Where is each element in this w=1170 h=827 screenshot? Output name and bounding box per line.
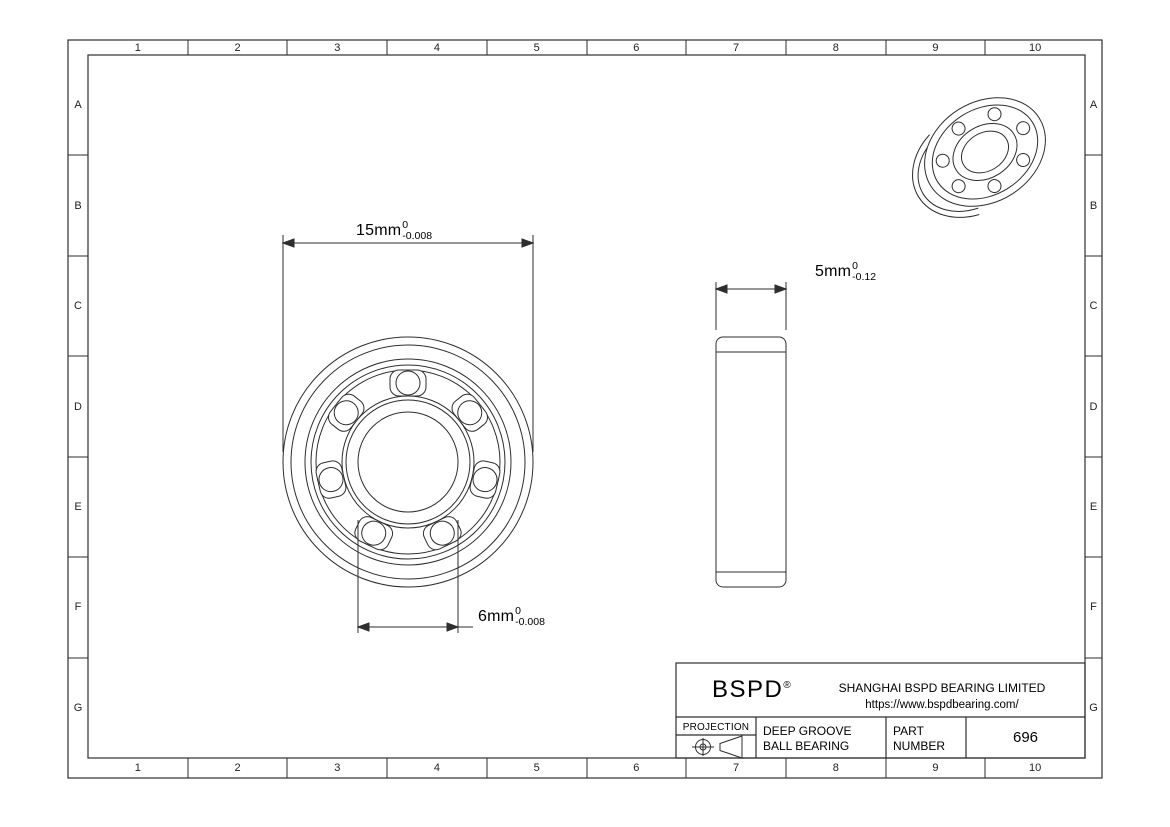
grid-col-label-bottom: 10: [1029, 762, 1042, 774]
tol-lower: -0.12: [852, 271, 877, 283]
brand-logo: BSPD®: [712, 676, 792, 704]
grid-row-label-right: E: [1089, 500, 1098, 513]
tol-lower: -0.008: [402, 230, 433, 242]
projection-label: PROJECTION: [682, 722, 750, 733]
grid-row-label-right: D: [1089, 400, 1098, 413]
part-number-value: 696: [1012, 729, 1039, 746]
bearing-front-view: [282, 336, 534, 588]
company-name: SHANGHAI BSPD BEARING LIMITED: [838, 681, 1046, 695]
grid-col-label-top: 10: [1029, 41, 1042, 54]
dim-width-text: 5mm 0 -0.12: [815, 261, 876, 283]
bearing-isometric-view: [912, 97, 1046, 218]
dim-width-lines: [714, 282, 788, 330]
grid-col-label-bottom: 2: [234, 762, 241, 774]
grid-row-label-right: F: [1090, 601, 1097, 614]
grid-col-label-bottom: 1: [134, 762, 141, 774]
grid-row-label-left: G: [73, 701, 83, 714]
grid-row-label-left: E: [74, 500, 82, 513]
dim-tolerance: 0 -0.008: [515, 606, 545, 628]
grid-row-label-right: G: [1089, 701, 1098, 714]
dim-bore-lines: [356, 520, 473, 633]
grid-row-label-left: A: [74, 99, 82, 112]
grid-col-label-top: 4: [433, 41, 440, 54]
grid-col-label-bottom: 8: [832, 762, 839, 774]
grid-col-label-top: 9: [932, 41, 939, 54]
grid-col-label-bottom: 9: [932, 762, 939, 774]
grid-ticks: [68, 40, 1102, 778]
registered-trademark-mark: ®: [783, 680, 793, 691]
grid-row-label-right: B: [1089, 199, 1098, 212]
grid-row-label-left: B: [74, 199, 82, 212]
grid-col-label-top: 2: [234, 41, 241, 54]
grid-col-label-top: 6: [633, 41, 640, 54]
dim-outer-diameter-text: 15mm 0 -0.008: [356, 220, 432, 242]
first-angle-projection-icon: [692, 735, 743, 759]
brand-name: BSPD: [712, 676, 784, 703]
grid-col-label-bottom: 7: [732, 762, 740, 774]
bearing-side-view: [715, 336, 787, 588]
grid-row-label-left: C: [74, 300, 82, 313]
grid-row-label-right: C: [1089, 300, 1098, 313]
grid-col-label-top: 1: [134, 41, 141, 54]
company-website: https://www.bspdbearing.com/: [865, 699, 1019, 711]
title-block-lines: [675, 662, 1086, 759]
grid-row-label-left: D: [74, 400, 82, 413]
dim-tolerance: 0 -0.12: [852, 261, 876, 283]
iso-balls: [935, 107, 1031, 194]
dim-value: 15mm: [356, 222, 402, 239]
dim-outer-diameter-lines: [281, 235, 535, 452]
product-name-line2: BALL BEARING: [763, 738, 850, 753]
tol-lower: -0.008: [515, 616, 545, 628]
grid-row-label-left: F: [74, 601, 82, 614]
grid-col-label-bottom: 5: [533, 762, 540, 774]
dim-tolerance: 0 -0.008: [402, 220, 432, 242]
tol-upper: 0: [852, 260, 858, 272]
grid-col-label-bottom: 4: [433, 762, 440, 774]
dim-bore-text: 6mm 0 -0.008: [478, 606, 545, 628]
grid-col-label-bottom: 6: [633, 762, 640, 774]
product-name: DEEP GROOVE BALL BEARING: [763, 724, 851, 753]
part-label-line2: NUMBER: [893, 738, 946, 753]
part-number-label: PART NUMBER: [893, 724, 945, 753]
part-label-line1: PART: [893, 724, 924, 738]
product-name-line1: DEEP GROOVE: [763, 724, 852, 738]
dim-value: 6mm: [478, 608, 515, 625]
tol-upper: 0: [515, 605, 521, 617]
cage-pockets-and-balls: [315, 369, 501, 551]
grid-col-label-top: 8: [832, 41, 839, 54]
grid-col-label-top: 3: [334, 41, 341, 54]
dim-value: 5mm: [815, 263, 852, 280]
grid-col-label-bottom: 3: [334, 762, 341, 774]
tol-upper: 0: [402, 219, 409, 231]
grid-col-label-top: 5: [533, 41, 540, 54]
grid-col-label-top: 7: [732, 41, 740, 54]
grid-row-label-right: A: [1089, 99, 1098, 112]
